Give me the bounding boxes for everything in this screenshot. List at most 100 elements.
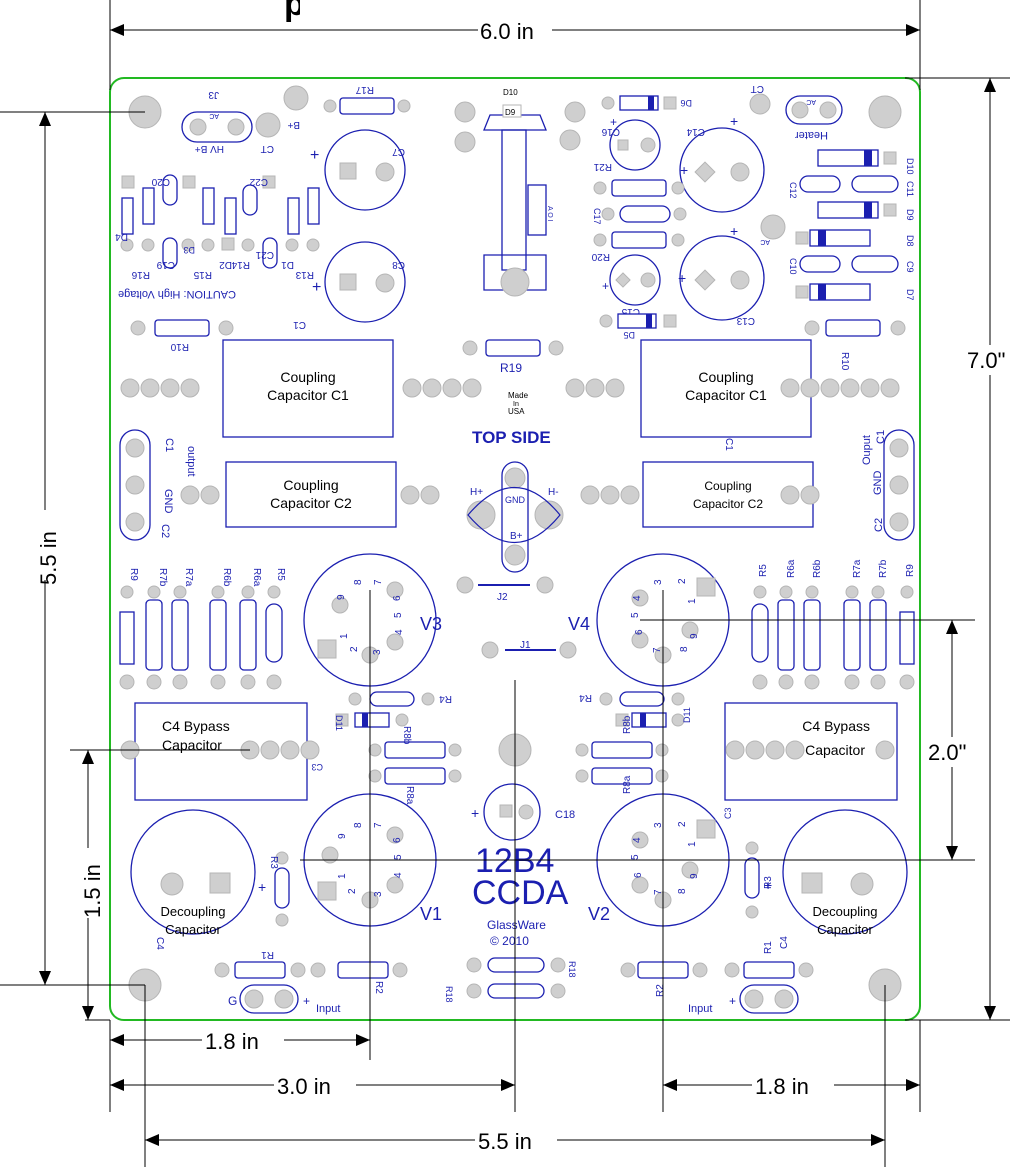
svg-text:GND: GND bbox=[872, 471, 884, 496]
svg-text:+: + bbox=[258, 879, 266, 895]
svg-text:C21: C21 bbox=[255, 249, 274, 260]
svg-text:Decoupling: Decoupling bbox=[160, 904, 225, 919]
dim-label-bg-right bbox=[965, 345, 1015, 375]
hv-connector: AC HV B+ CT B+ J3 R17 bbox=[181, 84, 411, 154]
svg-text:+: + bbox=[764, 877, 772, 893]
capacitor-c15: + C15 bbox=[602, 254, 661, 317]
regulator-heatsink: A O I bbox=[454, 101, 586, 297]
svg-text:Heater: Heater bbox=[795, 129, 828, 141]
maker-label: GlassWare bbox=[487, 918, 546, 932]
svg-text:D9: D9 bbox=[905, 209, 915, 221]
svg-text:B+: B+ bbox=[510, 531, 523, 542]
svg-text:C12: C12 bbox=[788, 182, 798, 199]
dim-label-bg-b1 bbox=[202, 1028, 284, 1054]
svg-text:C3: C3 bbox=[723, 807, 733, 819]
dim-label-bg-b2 bbox=[274, 1073, 356, 1099]
svg-text:R19: R19 bbox=[500, 361, 522, 375]
svg-text:C11: C11 bbox=[905, 181, 915, 197]
svg-text:R6b: R6b bbox=[221, 568, 232, 587]
svg-text:+: + bbox=[303, 994, 310, 1008]
dim-bottom-center: 3.0 in bbox=[277, 1074, 331, 1099]
svg-text:D11: D11 bbox=[682, 707, 692, 723]
label-c4-left: C4 bbox=[154, 937, 165, 950]
svg-text:Coupling: Coupling bbox=[698, 369, 753, 385]
svg-text:2: 2 bbox=[347, 888, 358, 894]
svg-text:V4: V4 bbox=[568, 614, 590, 634]
svg-text:D1: D1 bbox=[281, 259, 294, 270]
svg-text:R7b: R7b bbox=[157, 568, 168, 587]
svg-text:C10: C10 bbox=[788, 258, 798, 275]
svg-text:Capacitor C1: Capacitor C1 bbox=[267, 387, 349, 403]
svg-text:Capacitor: Capacitor bbox=[162, 737, 222, 753]
svg-text:R1: R1 bbox=[261, 949, 274, 960]
svg-text:6: 6 bbox=[392, 595, 403, 601]
svg-text:R9: R9 bbox=[905, 564, 916, 577]
output-connector-right: C1 GND C2 Ouput bbox=[861, 429, 915, 541]
svg-text:R4: R4 bbox=[579, 692, 592, 703]
svg-text:B+: B+ bbox=[287, 119, 300, 130]
svg-text:Capacitor C1: Capacitor C1 bbox=[685, 387, 767, 403]
svg-text:5: 5 bbox=[630, 854, 641, 860]
label-c4-right: C4 bbox=[779, 936, 790, 949]
svg-text:R9: R9 bbox=[128, 568, 139, 581]
tube-socket-v3: 1 2 3 4 5 6 7 8 9 V3 bbox=[303, 553, 442, 687]
dim-label-bg-b4 bbox=[475, 1128, 557, 1154]
resistor-r18-pair: R18 R18 bbox=[444, 957, 577, 1003]
decoupling-capacitor-left: Decoupling Capacitor bbox=[130, 809, 256, 937]
svg-text:R10: R10 bbox=[839, 352, 850, 371]
svg-text:3: 3 bbox=[653, 822, 664, 828]
svg-text:Ouput: Ouput bbox=[861, 435, 873, 465]
svg-text:9: 9 bbox=[337, 833, 348, 839]
svg-text:R8a: R8a bbox=[622, 775, 633, 794]
svg-text:9: 9 bbox=[336, 594, 347, 600]
svg-text:3: 3 bbox=[653, 579, 664, 585]
label-d9-box bbox=[502, 104, 522, 118]
svg-text:R4: R4 bbox=[439, 693, 452, 704]
svg-text:C15: C15 bbox=[621, 306, 640, 317]
capacitor-c7: + C7 bbox=[310, 129, 406, 211]
resistor-bank-left: R9 R7b R7a R6b R6a R5 bbox=[119, 568, 286, 690]
svg-text:R5: R5 bbox=[758, 564, 769, 577]
product-name-2: CCDA bbox=[472, 874, 569, 912]
svg-text:D6: D6 bbox=[680, 98, 692, 108]
svg-text:+: + bbox=[602, 279, 609, 293]
svg-text:7: 7 bbox=[652, 647, 663, 653]
svg-text:R1: R1 bbox=[763, 941, 774, 954]
center-resistors: R21 C17 R20 D6 D5 R19 R10 R10 C1 C1 bbox=[130, 95, 906, 451]
svg-text:+: + bbox=[678, 270, 686, 286]
svg-text:C1: C1 bbox=[875, 430, 887, 444]
dim-label-bg-b3 bbox=[752, 1073, 834, 1099]
dim-tube-spacing: 2.0" bbox=[928, 740, 966, 765]
label-d9: D9 bbox=[505, 108, 516, 117]
svg-text:AC: AC bbox=[209, 112, 219, 119]
svg-text:+: + bbox=[471, 805, 479, 821]
svg-text:H+: H+ bbox=[470, 487, 483, 498]
svg-text:+: + bbox=[730, 113, 738, 129]
svg-text:C4 Bypass: C4 Bypass bbox=[162, 718, 230, 734]
svg-text:J3: J3 bbox=[208, 89, 219, 100]
svg-text:+: + bbox=[310, 147, 319, 164]
hv-supply-components: R16 C19 D3 R15 D2 R14 C21 D1 R13 D4 C20 … bbox=[115, 174, 320, 300]
svg-text:D2: D2 bbox=[219, 259, 232, 270]
svg-text:C1: C1 bbox=[163, 438, 175, 452]
capacitor-c13: + + C13 bbox=[678, 223, 765, 326]
dim-bottom-span: 5.5 in bbox=[478, 1129, 532, 1154]
svg-text:7: 7 bbox=[373, 822, 384, 828]
capacitor-c16: + C16 bbox=[601, 115, 661, 171]
svg-text:output: output bbox=[185, 446, 197, 477]
svg-text:5: 5 bbox=[630, 612, 641, 618]
svg-text:R13: R13 bbox=[295, 269, 314, 280]
svg-text:R7b: R7b bbox=[878, 559, 889, 578]
svg-text:C4 Bypass: C4 Bypass bbox=[802, 718, 870, 734]
svg-text:6: 6 bbox=[392, 837, 403, 843]
svg-text:7: 7 bbox=[373, 579, 384, 585]
svg-text:1: 1 bbox=[687, 598, 698, 604]
svg-text:V1: V1 bbox=[420, 904, 442, 924]
coupling-capacitor-c2-left: Coupling Capacitor C2 bbox=[225, 461, 397, 528]
svg-text:8: 8 bbox=[353, 822, 364, 828]
svg-text:R8b: R8b bbox=[622, 715, 633, 734]
dim-bottom-left-1: 1.8 in bbox=[205, 1029, 259, 1054]
svg-text:HV B+: HV B+ bbox=[195, 143, 224, 154]
svg-text:9: 9 bbox=[689, 633, 700, 639]
